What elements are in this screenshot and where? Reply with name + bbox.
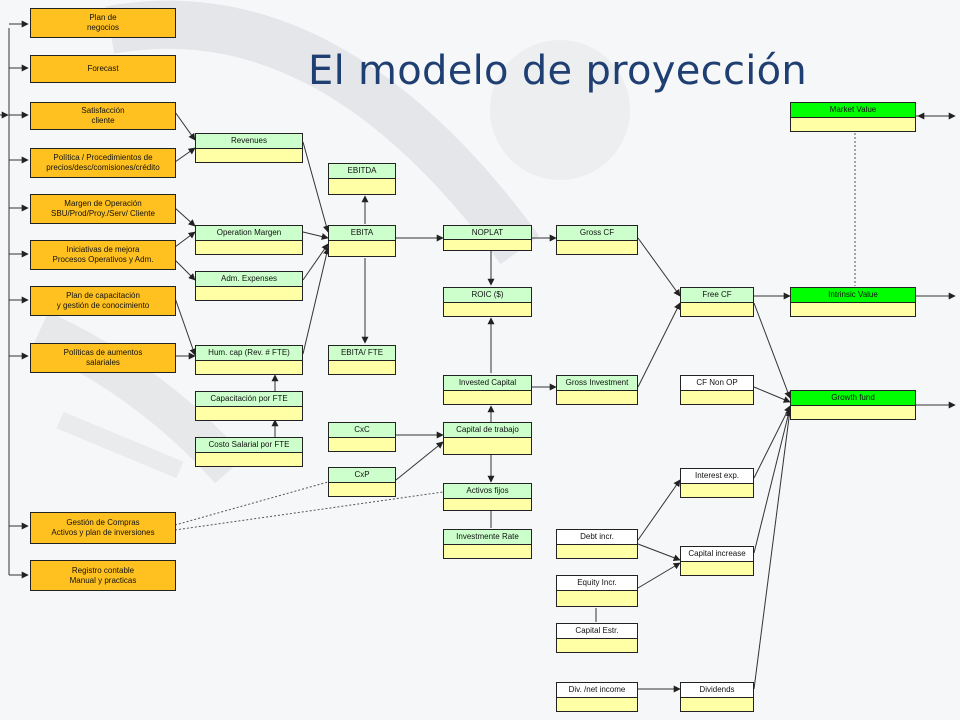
- box-line: SBU/Prod/Proy./Serv/ Cliente: [51, 209, 155, 218]
- box-line: Plan de: [89, 13, 117, 22]
- box-line: y gestión de conocimiento: [56, 301, 150, 310]
- box-cxc: CxC: [328, 422, 396, 452]
- box-label: NOPLAT: [444, 226, 531, 240]
- box-label: EBITA: [329, 226, 395, 241]
- box-ebita: EBITA: [328, 225, 396, 257]
- box-line: Margen de Operación: [64, 199, 142, 208]
- box-interest-exp: Interest exp.: [680, 468, 754, 498]
- box-noplat: NOPLAT: [443, 225, 532, 251]
- box-label: Equity Incr.: [557, 576, 637, 591]
- box-line: Registro contable: [71, 565, 135, 575]
- box-capital-trabajo: Capital de trabajo: [443, 422, 532, 455]
- box-label: Capacitación por FTE: [196, 392, 302, 407]
- box-label: CxC: [329, 423, 395, 438]
- box-invested-capital: Invested Capital: [443, 375, 532, 405]
- box-label: Revenues: [196, 134, 302, 149]
- box-hum-cap: Hum. cap (Rev. # FTE): [195, 345, 303, 375]
- box-label: Costo Salarial por FTE: [196, 438, 302, 453]
- box-label: Market Value: [791, 103, 915, 118]
- box-costo-salarial: Costo Salarial por FTE: [195, 437, 303, 467]
- box-label: Dividends: [681, 683, 753, 698]
- box-line: Política / Procedimientos de: [53, 153, 153, 162]
- box-free-cf: Free CF: [680, 287, 754, 317]
- box-label: Growth fund: [791, 391, 915, 406]
- box-dividends: Dividends: [680, 682, 754, 712]
- box-label: Hum. cap (Rev. # FTE): [196, 346, 302, 361]
- box-line: Políticas de aumentos: [63, 348, 143, 357]
- box-ebita-fte: EBITA/ FTE: [328, 345, 396, 375]
- box-line: Plan de capacitación: [66, 291, 140, 300]
- box-revenues: Revenues: [195, 133, 303, 163]
- box-label: Capital increase: [681, 547, 753, 562]
- box-intrinsic-value: Intrinsic Value: [790, 287, 916, 317]
- box-line: Satisfacción: [81, 106, 125, 115]
- box-line: Iniciativas de mejora: [66, 245, 140, 254]
- box-line: cliente: [91, 116, 115, 125]
- box-label: Adm. Expenses: [196, 272, 302, 287]
- box-label: Capital Estr.: [557, 624, 637, 639]
- box-capital-increase: Capital increase: [680, 546, 754, 576]
- box-label: Gross Investment: [557, 376, 637, 391]
- box-label: ROIC ($): [444, 288, 531, 303]
- box-market-value: Market Value: [790, 102, 916, 132]
- box-line: negocios: [86, 23, 120, 32]
- box-label: Activos fijos: [444, 484, 531, 499]
- box-adm-expenses: Adm. Expenses: [195, 271, 303, 301]
- box-label: Interest exp.: [681, 469, 753, 484]
- box-line: precios/desc/comisiones/crédito: [46, 163, 160, 172]
- box-label: Free CF: [681, 288, 753, 303]
- box-capacitacion-fte: Capacitación por FTE: [195, 391, 303, 421]
- box-line: Activos y plan de inversiones: [51, 528, 155, 537]
- page-title: El modelo de proyección: [308, 48, 808, 94]
- box-equity-incr: Equity Incr.: [556, 575, 638, 607]
- box-roic: ROIC ($): [443, 287, 532, 317]
- box-label: CxP: [329, 468, 395, 483]
- box-investment-rate: Investmente Rate: [443, 529, 532, 559]
- box-activos-fijos: Activos fijos: [443, 483, 532, 511]
- box-label: Invested Capital: [444, 376, 531, 391]
- box-label: EBITDA: [329, 164, 395, 179]
- box-label: Gross CF: [557, 226, 637, 241]
- box-label: Div. /net income: [557, 683, 637, 698]
- box-ebitda: EBITDA: [328, 163, 396, 195]
- box-growth-fund: Growth fund: [790, 390, 916, 420]
- box-label: Intrinsic Value: [791, 288, 915, 303]
- box-label: Debt incr.: [557, 530, 637, 545]
- box-line: salariales: [86, 358, 120, 367]
- box-line: Manual y practicas: [69, 575, 137, 585]
- box-label: Operation Margen: [196, 226, 302, 241]
- box-gross-investment: Gross Investment: [556, 375, 638, 405]
- box-div-net-income: Div. /net income: [556, 682, 638, 712]
- box-line: Gestión de Compras: [66, 518, 140, 527]
- box-label: CF Non OP: [681, 376, 753, 391]
- box-operation-margen: Operation Margen: [195, 225, 303, 255]
- box-label: Capital de trabajo: [444, 423, 531, 438]
- box-label: EBITA/ FTE: [329, 346, 395, 361]
- box-forecast: Forecast: [30, 55, 176, 83]
- box-debt-incr: Debt incr.: [556, 529, 638, 559]
- box-capital-estr: Capital Estr.: [556, 623, 638, 653]
- box-label: Investmente Rate: [444, 530, 531, 545]
- box-line: Procesos Operativos y Adm.: [52, 255, 154, 264]
- box-cxp: CxP: [328, 467, 396, 497]
- box-gross-cf: Gross CF: [556, 225, 638, 255]
- box-line: Forecast: [87, 64, 119, 73]
- box-cf-non-op: CF Non OP: [680, 375, 754, 405]
